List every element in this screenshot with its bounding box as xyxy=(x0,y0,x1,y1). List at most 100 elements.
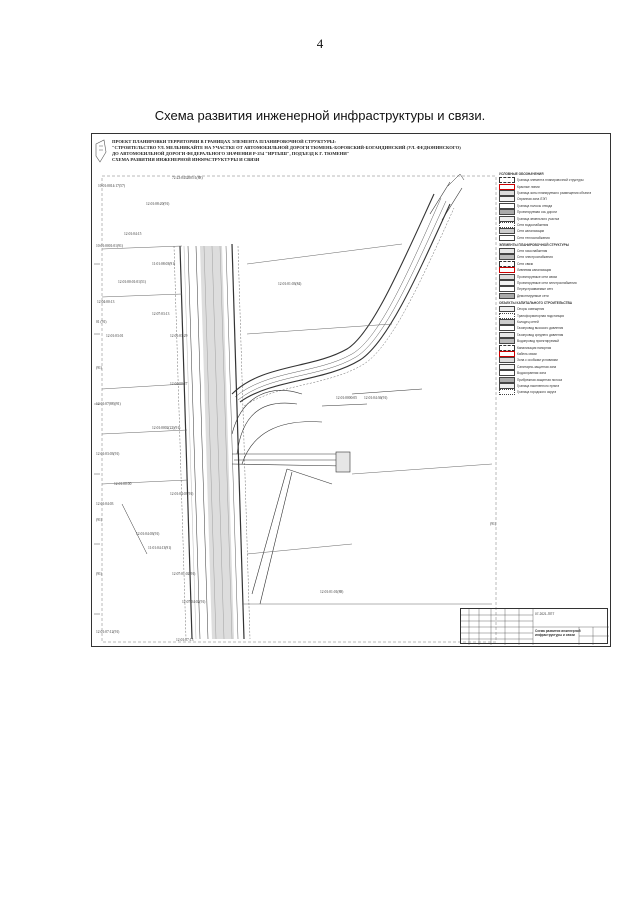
parcel-label: 12:07:04:02(91) xyxy=(182,600,206,604)
legend-swatch xyxy=(499,338,515,345)
legend-item: Водопровод проектируемый xyxy=(499,338,607,345)
parcel-label: 12:01:03:01 xyxy=(106,334,124,338)
legend-swatch xyxy=(499,319,515,325)
legend-label: Граница городского округа xyxy=(517,390,557,395)
side-label: (91) xyxy=(96,366,102,370)
sheet-header: ПРОЕКТ ПЛАНИРОВКИ ТЕРРИТОРИИ В ГРАНИЦАХ … xyxy=(112,139,492,163)
legend-swatch xyxy=(499,325,515,332)
legend-swatch xyxy=(499,370,515,377)
legend-swatch xyxy=(499,267,515,274)
legend-label: Прибрежная защитная полоса xyxy=(517,377,563,382)
sheet-header-line: СХЕМА РАЗВИТИЯ ИНЖЕНЕРНОЙ ИНФРАСТРУКТУРЫ… xyxy=(112,157,260,162)
legend-label: Канализация напорная xyxy=(517,345,552,350)
legend-item: Опоры освещения xyxy=(499,306,607,313)
legend-item: Охранная зона ЛЭП xyxy=(499,196,607,203)
legend-swatch xyxy=(499,389,515,396)
legend-item: Прибрежная защитная полоса xyxy=(499,376,607,383)
parcel-label: 11:01:08:03(91) xyxy=(152,262,176,266)
legend-swatch xyxy=(499,177,515,184)
legend-swatch xyxy=(499,350,515,357)
legend-item: Сети электроснабжения xyxy=(499,254,607,261)
legend-item: Сети водоснабжения xyxy=(499,221,607,228)
legend-swatch xyxy=(499,382,515,389)
legend-label: Сети связи xyxy=(517,261,534,266)
legend-swatch xyxy=(499,202,515,209)
parcel-label: 12:01:04:15 xyxy=(124,232,142,236)
parcel-label: 12:01:03:03(91) xyxy=(96,452,120,456)
legend-label: Трансформаторная подстанция xyxy=(517,313,565,318)
legend-swatch xyxy=(499,228,515,235)
legend-swatch xyxy=(499,183,515,190)
legend-item: Колодец сетей xyxy=(499,319,607,325)
legend-label: Санитарно-защитная зона xyxy=(517,364,557,369)
parcel-label: 12:07:03:13 xyxy=(152,312,170,316)
legend-item: Граница зоны планируемого размещения объ… xyxy=(499,189,607,196)
utility-lines xyxy=(173,207,455,640)
legend-item: Водоохранная зона xyxy=(499,370,607,377)
legend-swatch xyxy=(499,189,515,196)
parcel-label: 72:23:0432005:1(88) xyxy=(172,176,203,180)
side-label: (91) xyxy=(96,518,102,522)
legend-swatch xyxy=(499,363,515,370)
parcel-label: 12:04:00:13 xyxy=(97,300,115,304)
legend-swatch xyxy=(499,376,515,383)
legend: УСЛОВНЫЕ ОБОЗНАЧЕНИЯ Граница элемента пл… xyxy=(499,170,607,396)
legend-item: Проектируемые сети электроснабжения xyxy=(499,280,607,287)
legend-item: Граница полосы отвода xyxy=(499,202,607,209)
legend-label: Сети водоснабжения xyxy=(517,222,549,227)
legend-swatch xyxy=(499,248,515,255)
legend-label: Водопровод проектируемый xyxy=(517,339,559,344)
parcel-label: 11:01:04:13(91) xyxy=(148,546,172,550)
parcel-label: 12:01:03:29 xyxy=(170,334,188,338)
parcel-label: 12:01:07:12(91) xyxy=(96,630,120,634)
parcel-label: 12:01:07:13 xyxy=(176,638,194,642)
legend-label: Проектируемая ось дороги xyxy=(517,210,557,215)
legend-item: Сети канализации xyxy=(499,228,607,235)
stamp-title: Схема развития инженерной инфраструктуры… xyxy=(535,629,581,637)
legend-label: Сети электроснабжения xyxy=(517,255,553,260)
planning-boundary xyxy=(101,175,497,643)
roadway-surface xyxy=(200,246,234,639)
legend-swatch xyxy=(499,221,515,228)
legend-item: Граница населенного пункта xyxy=(499,382,607,389)
legend-item: Граница городского округа xyxy=(499,389,607,396)
legend-item: Проектируемая ось дороги xyxy=(499,209,607,216)
side-label: (91) xyxy=(96,572,102,576)
grid-ticks xyxy=(94,263,100,615)
legend-item: Зона с особыми условиями xyxy=(499,357,607,364)
legend-label: Граница полосы отвода xyxy=(517,203,553,208)
legend-label: Граница населенного пункта xyxy=(517,383,560,388)
sheet-header-line: ПРОЕКТ ПЛАНИРОВКИ ТЕРРИТОРИИ В ГРАНИЦАХ … xyxy=(112,139,336,144)
legend-label: Кабель связи xyxy=(517,351,537,356)
legend-swatch xyxy=(499,234,515,241)
parcel-label: 12:01:01:01(88) xyxy=(320,590,344,594)
parcel-label: 12:01:04:03 xyxy=(96,502,114,506)
parcel-label: 10:01:0014:17(57) xyxy=(98,184,125,188)
parcel-boundaries xyxy=(101,243,493,605)
stamp-grid xyxy=(461,609,609,645)
parcel-label: 12:01:01:03(84) xyxy=(278,282,302,286)
legend-swatch xyxy=(499,331,515,338)
legend-label: Опоры освещения xyxy=(517,307,545,312)
legend-item: Газопровод среднего давления xyxy=(499,331,607,338)
legend-swatch xyxy=(499,280,515,287)
legend-item: Проектируемые сети связи xyxy=(499,273,607,280)
legend-swatch xyxy=(499,357,515,364)
legend-item: Санитарно-защитная зона xyxy=(499,363,607,370)
legend-swatch xyxy=(499,254,515,261)
legend-heading: ОБЪЕКТЫ КАПИТАЛЬНОГО СТРОИТЕЛЬСТВА xyxy=(499,301,572,306)
legend-item: Граница земельного участка xyxy=(499,215,607,222)
legend-swatch xyxy=(499,196,515,203)
legend-label: Ливневая канализация xyxy=(517,268,552,273)
parcel-label: 12:01:00:00 xyxy=(114,482,132,486)
legend-swatch xyxy=(499,260,515,267)
legend-swatch xyxy=(499,215,515,222)
page-number: 4 xyxy=(316,36,324,51)
legend-item: Демонтируемые сети xyxy=(499,292,607,299)
legend-swatch xyxy=(499,312,515,319)
legend-label: Граница зоны планируемого размещения объ… xyxy=(517,190,592,195)
legend-item: Трансформаторная подстанция xyxy=(499,312,607,319)
parcel-label: 12:01:04:36(91) xyxy=(364,396,388,400)
legend-item: Ливневая канализация xyxy=(499,267,607,274)
legend-label: Сети канализации xyxy=(517,229,545,234)
